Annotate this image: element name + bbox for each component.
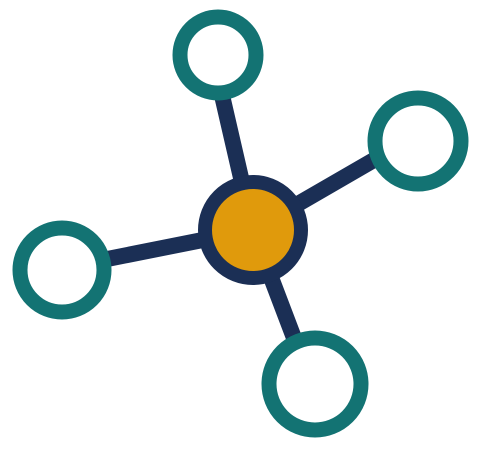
node-left: [12, 220, 112, 320]
node-bottom: [261, 330, 369, 438]
node-right: [367, 90, 469, 192]
hub-node: [198, 175, 308, 285]
node-top: [172, 9, 264, 101]
